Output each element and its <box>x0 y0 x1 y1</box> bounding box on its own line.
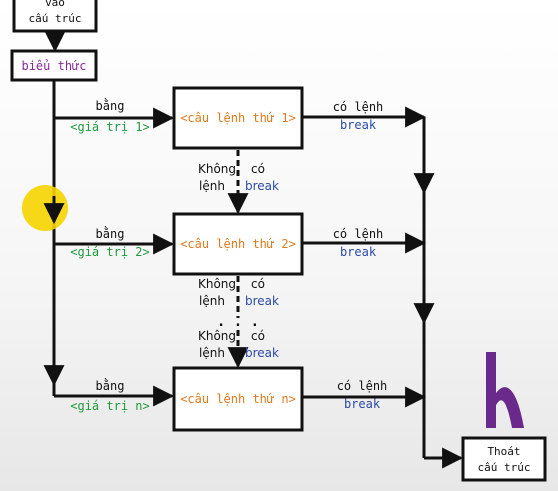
case2-break-line1: có lệnh <box>333 227 384 241</box>
case2-break-line2: break <box>340 245 377 259</box>
casen-value-label: <giá trị n> <box>70 399 149 413</box>
entry-line1: vào <box>45 0 65 9</box>
no-break2-word2: có <box>251 277 265 291</box>
no-break1-word3: lệnh <box>199 179 225 193</box>
no-break2-word1: Không <box>198 277 236 291</box>
casen-break-line2: break <box>344 397 381 411</box>
case1-eq-label: bằng <box>96 98 125 113</box>
no-break3-word2: có <box>251 329 265 343</box>
expression-label: biểu thức <box>21 59 86 73</box>
case1-break-line2: break <box>340 118 377 132</box>
case1-break-line1: có lệnh <box>333 100 384 114</box>
no-break3-word1: Không <box>198 329 236 343</box>
no-break3-word3: lệnh <box>199 346 225 360</box>
ellipsis: . . . <box>217 314 259 330</box>
case1-statement-box <box>172 86 304 150</box>
exit-line2: cấu trúc <box>478 461 531 474</box>
casen-statement-box <box>172 366 304 432</box>
casen-statement: <câu lệnh thứ n> <box>180 392 296 406</box>
expression-box <box>10 49 98 82</box>
case2-value-label: <giá trị 2> <box>70 245 149 259</box>
casen-break-line1: có lệnh <box>337 379 388 393</box>
case1-statement: <câu lệnh thứ 1> <box>180 111 296 125</box>
no-break1-word4: break <box>245 179 279 193</box>
h-logo-icon <box>486 352 524 428</box>
entry-line2: cấu trúc <box>29 12 82 25</box>
no-break1-word2: có <box>251 162 265 176</box>
cursor-highlight <box>22 185 68 231</box>
no-break1-word1: Không <box>198 162 236 176</box>
exit-box <box>461 436 547 482</box>
casen-eq-label: bằng <box>96 378 125 393</box>
case1-value-label: <giá trị 1> <box>70 120 149 134</box>
no-break3-word4: break <box>245 346 279 360</box>
no-break2-word3: lệnh <box>199 294 225 308</box>
no-break2-word4: break <box>245 294 279 308</box>
case2-statement: <câu lệnh thứ 2> <box>180 237 296 251</box>
exit-line1: Thoát <box>487 445 520 458</box>
case2-eq-label: bằng <box>96 226 125 241</box>
